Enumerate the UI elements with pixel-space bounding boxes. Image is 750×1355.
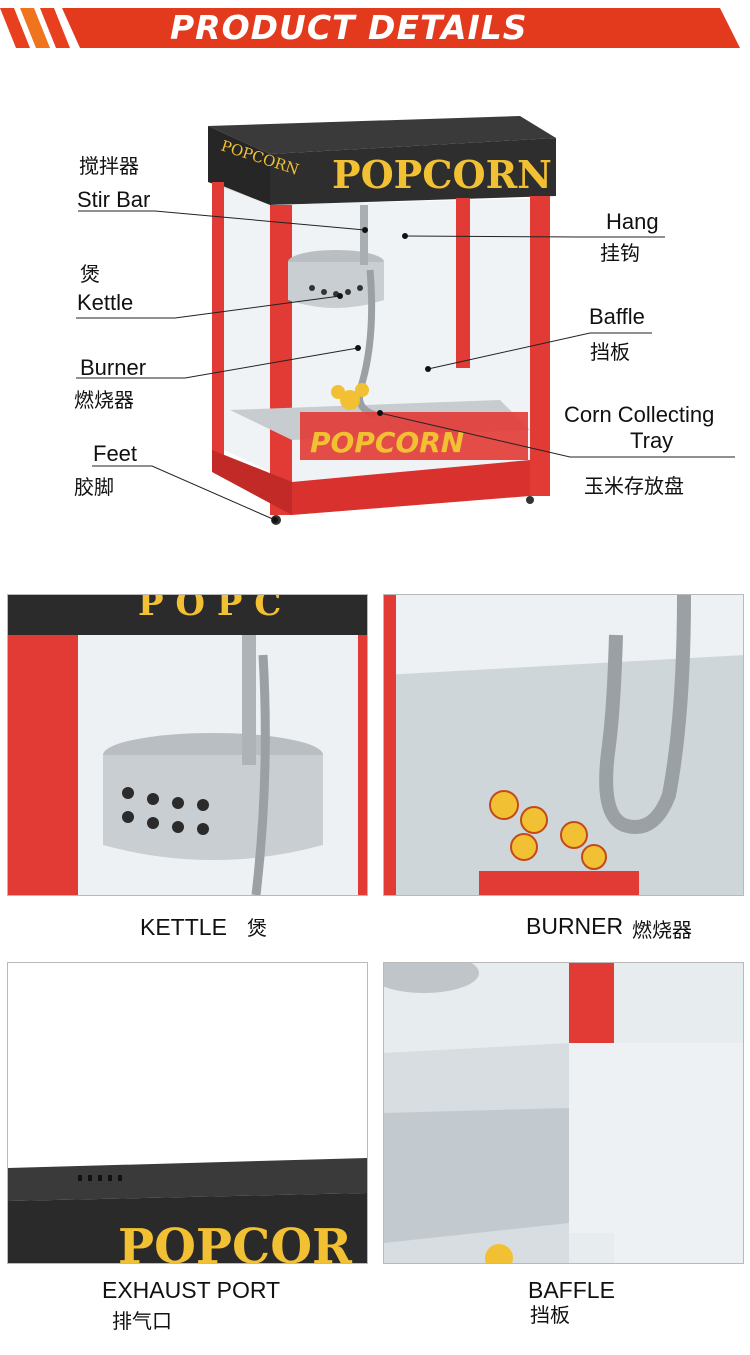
detail-caption-burner-en: BURNER — [526, 913, 624, 939]
label-stir-bar-zh: 搅拌器 — [79, 154, 139, 178]
callout-line-stir-bar — [78, 210, 366, 231]
flex-pipe — [355, 269, 378, 419]
label-burner-en: Burner — [80, 355, 147, 380]
label-tray-en-1: Corn Collecting — [564, 402, 715, 427]
label-kettle-zh: 煲 — [80, 262, 100, 286]
label-baffle-en: Baffle — [589, 304, 645, 329]
label-tray-zh: 玉米存放盘 — [584, 474, 684, 498]
header-banner — [0, 8, 740, 48]
label-stir-bar-en: Stir Bar — [77, 187, 151, 212]
detail-caption-burner-zh: 燃烧器 — [632, 918, 692, 942]
detail-caption-baffle-en: BAFFLE — [528, 1277, 615, 1303]
detail-caption-exhaust-zh: 排气口 — [112, 1309, 172, 1333]
label-feet-en: Feet — [93, 441, 138, 466]
detail-caption-baffle-zh: 挡板 — [530, 1303, 570, 1327]
popcorn-machine-illustration: POPCORN POPCORN POPCORN — [208, 116, 556, 525]
label-kettle-en: Kettle — [77, 290, 134, 315]
label-hang-zh: 挂钩 — [600, 241, 640, 265]
cabinet-top — [208, 116, 556, 154]
label-hang-en: Hang — [606, 209, 659, 234]
foot — [526, 496, 534, 504]
leg-back-left — [212, 182, 224, 472]
base-side — [212, 450, 292, 515]
kettle-body — [288, 262, 384, 308]
label-tray-en-2: Tray — [630, 428, 674, 453]
leg-front-right — [530, 196, 550, 496]
callout-line-kettle — [76, 295, 341, 319]
kettle-photo-sign-fragment: P O P C — [138, 595, 281, 624]
front-sign-bg — [300, 412, 528, 460]
front-sign-text: POPCORN — [310, 426, 464, 459]
banner-stripe-3 — [40, 8, 70, 48]
detail-caption-kettle-zh: 煲 — [247, 916, 267, 940]
detail-caption-exhaust-en: EXHAUST PORT — [102, 1277, 281, 1303]
leg-front-left — [270, 205, 292, 515]
detail-photo-burner — [383, 594, 744, 896]
detail-photo-kettle: P O P C — [7, 594, 368, 896]
page-title: PRODUCT DETAILS — [170, 8, 528, 47]
label-feet-zh: 胶脚 — [74, 475, 114, 499]
label-burner-zh: 燃烧器 — [74, 388, 134, 412]
exhaust-photo-sign: POPCOR — [118, 1219, 353, 1264]
banner-stripe-2 — [20, 8, 50, 48]
leg-back-right — [456, 198, 470, 368]
callout-line-feet — [92, 465, 276, 521]
banner-stripe-1 — [0, 8, 30, 48]
label-baffle-zh: 挡板 — [590, 340, 630, 364]
detail-caption-kettle-en: KETTLE — [140, 914, 227, 940]
callout-line-tray — [379, 412, 735, 458]
base-front — [292, 460, 530, 515]
callout-line-baffle — [427, 332, 652, 370]
detail-photo-baffle — [383, 962, 744, 1264]
callout-line-burner — [76, 347, 359, 379]
callout-lines — [76, 210, 735, 523]
front-brand-text: POPCORN — [332, 152, 552, 197]
banner-bar — [62, 8, 740, 48]
detail-photo-exhaust-port: POPCOR — [7, 962, 368, 1264]
stir-shaft — [360, 205, 368, 265]
callout-line-hang — [404, 235, 665, 238]
cabinet-front — [270, 138, 556, 205]
